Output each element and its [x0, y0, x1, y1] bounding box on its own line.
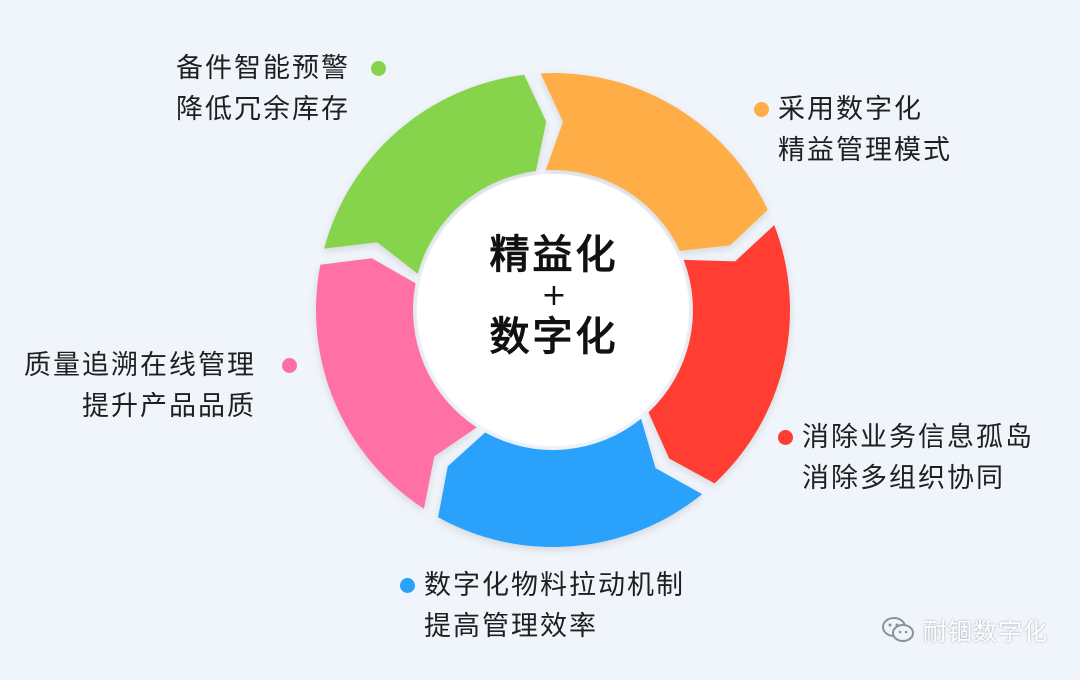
- center-title: 精益化 + 数字化: [464, 232, 644, 360]
- center-disc: [417, 174, 689, 446]
- label-orange-line-1: 采用数字化: [778, 94, 923, 125]
- label-red: 消除业务信息孤岛 消除多组织协同: [802, 417, 1034, 499]
- ring-segment-blue: [438, 418, 703, 547]
- watermark: 耐锢数字化: [881, 612, 1048, 647]
- ring-segment-green: [324, 74, 547, 274]
- label-orange-line-2: 精益管理模式: [778, 135, 952, 166]
- dot-red: [778, 430, 793, 445]
- center-plus: +: [541, 278, 567, 313]
- dot-blue: [400, 578, 415, 593]
- label-pink: 质量追溯在线管理 提升产品品质: [24, 345, 256, 427]
- center-line-2: 数字化: [489, 314, 619, 360]
- label-green-line-2: 降低冗余库存: [176, 94, 350, 125]
- label-orange: 采用数字化 精益管理模式: [778, 89, 952, 171]
- label-red-line-2: 消除多组织协同: [802, 463, 1005, 494]
- label-blue-line-2: 提高管理效率: [424, 611, 598, 642]
- label-blue-line-1: 数字化物料拉动机制: [424, 570, 685, 601]
- dot-pink: [282, 358, 297, 373]
- dot-orange: [754, 102, 769, 117]
- wechat-icon: [882, 616, 914, 642]
- ring-segment-orange: [540, 72, 768, 251]
- dot-green: [371, 61, 386, 76]
- ring-segment-pink: [315, 258, 477, 509]
- label-green: 备件智能预警 降低冗余库存: [176, 48, 350, 130]
- watermark-text: 耐锢数字化: [923, 618, 1048, 646]
- label-green-line-1: 备件智能预警: [176, 53, 350, 84]
- label-pink-line-2: 提升产品品质: [82, 391, 256, 422]
- label-red-line-1: 消除业务信息孤岛: [802, 422, 1034, 453]
- center-line-1: 精益化: [489, 232, 619, 278]
- ring-segment-red: [648, 225, 790, 484]
- label-pink-line-1: 质量追溯在线管理: [24, 350, 256, 381]
- label-blue: 数字化物料拉动机制 提高管理效率: [424, 565, 685, 647]
